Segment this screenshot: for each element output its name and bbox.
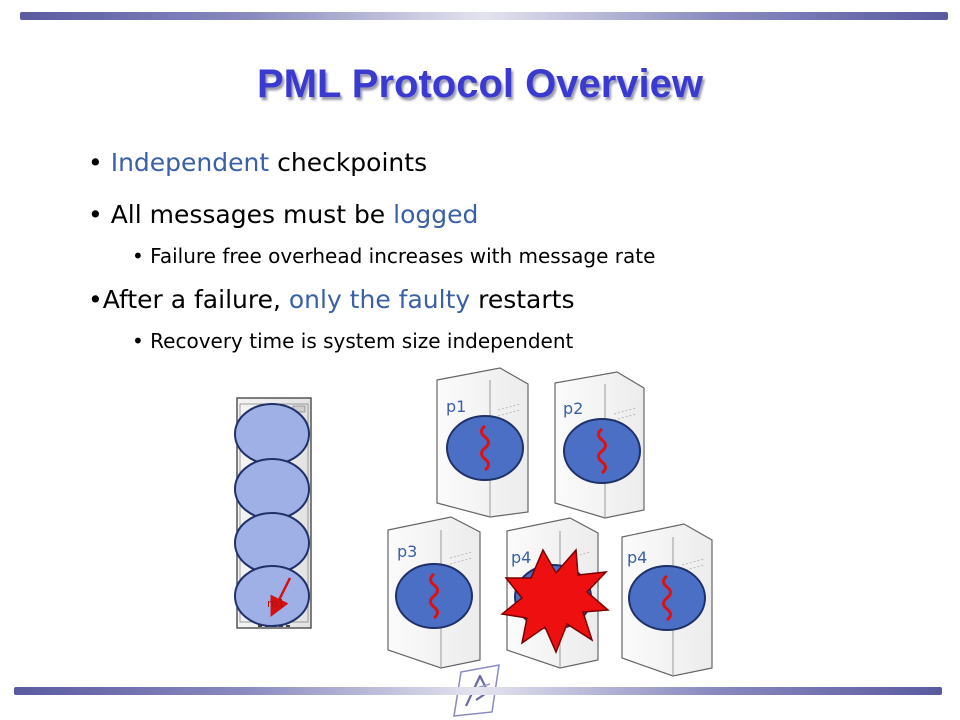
bullet-marker: • (88, 200, 111, 229)
log-slot (234, 512, 310, 574)
bullet-text: After a failure, (102, 285, 289, 314)
bullet-after-failure: •After a failure, only the faulty restar… (88, 285, 574, 314)
node-label: p4 (627, 548, 647, 567)
sub-bullet-overhead: • Failure free overhead increases with m… (132, 244, 655, 268)
crash-icon (500, 548, 610, 654)
node-label: p4 (511, 548, 531, 567)
process-thread-icon (429, 572, 439, 620)
bullet-text: All messages must be (110, 200, 394, 229)
bullet-text: Recovery time is system size independent (150, 329, 574, 353)
bullet-marker: • (88, 148, 111, 177)
bullet-marker: • (132, 244, 151, 268)
log-server: m1 (234, 397, 312, 629)
bullet-marker: • (132, 329, 151, 353)
process-thread-icon (597, 427, 607, 475)
highlight-text: Independent (110, 148, 270, 177)
message-label: m1 (267, 597, 285, 610)
bullet-text: Failure free overhead increases with mes… (150, 244, 656, 268)
server-p2: p2 (554, 371, 645, 519)
sub-bullet-recovery-time: • Recovery time is system size independe… (132, 329, 573, 353)
message-arrow (270, 577, 292, 617)
node-label: p3 (397, 542, 417, 561)
highlight-text: logged (393, 200, 479, 229)
log-slot (234, 565, 310, 627)
process-thread-icon (480, 424, 490, 472)
bullet-marker: • (88, 285, 103, 314)
log-slot (234, 458, 310, 520)
server-p4-restarted: p4 (621, 523, 713, 677)
log-slot (234, 403, 310, 465)
bullet-messages-logged: • All messages must be logged (88, 200, 478, 229)
node-label: p2 (563, 399, 583, 418)
bullet-independent-checkpoints: • Independent checkpoints (88, 148, 427, 177)
server-p3: p3 (387, 516, 481, 669)
bullet-text: checkpoints (269, 148, 428, 177)
slide-title: PML Protocol Overview (256, 62, 704, 106)
top-rule (20, 12, 948, 20)
server-p4-crashed: p4 (500, 517, 610, 669)
highlight-text: only the faulty (288, 285, 471, 314)
node-label: p1 (446, 397, 466, 416)
process-thread-icon (662, 574, 672, 622)
bottom-rule (14, 687, 942, 695)
bullet-text: restarts (470, 285, 575, 314)
server-p1: p1 (436, 367, 529, 518)
